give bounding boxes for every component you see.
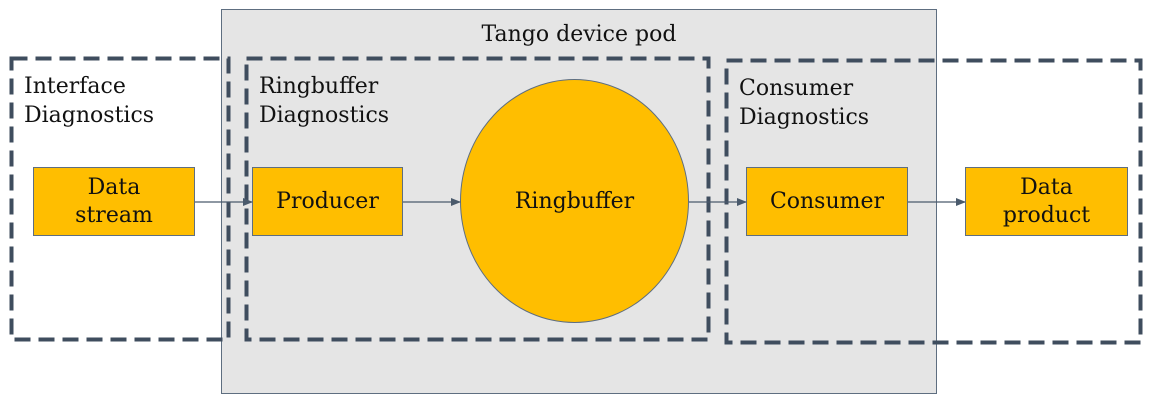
data-product-node: Data product	[965, 167, 1128, 236]
ringbuffer-node: Ringbuffer	[460, 79, 689, 323]
producer-node: Producer	[252, 167, 403, 236]
consumer-node: Consumer	[746, 167, 908, 236]
interface-diagnostics-box	[9, 56, 231, 342]
data-stream-node: Data stream	[33, 167, 195, 236]
consumer-diagnostics-label: Consumer Diagnostics	[739, 76, 870, 130]
interface-diagnostics-label: Interface Diagnostics	[24, 74, 155, 128]
pod-title: Tango device pod	[481, 22, 677, 47]
ringbuffer-diagnostics-label: Ringbuffer Diagnostics	[259, 74, 390, 128]
